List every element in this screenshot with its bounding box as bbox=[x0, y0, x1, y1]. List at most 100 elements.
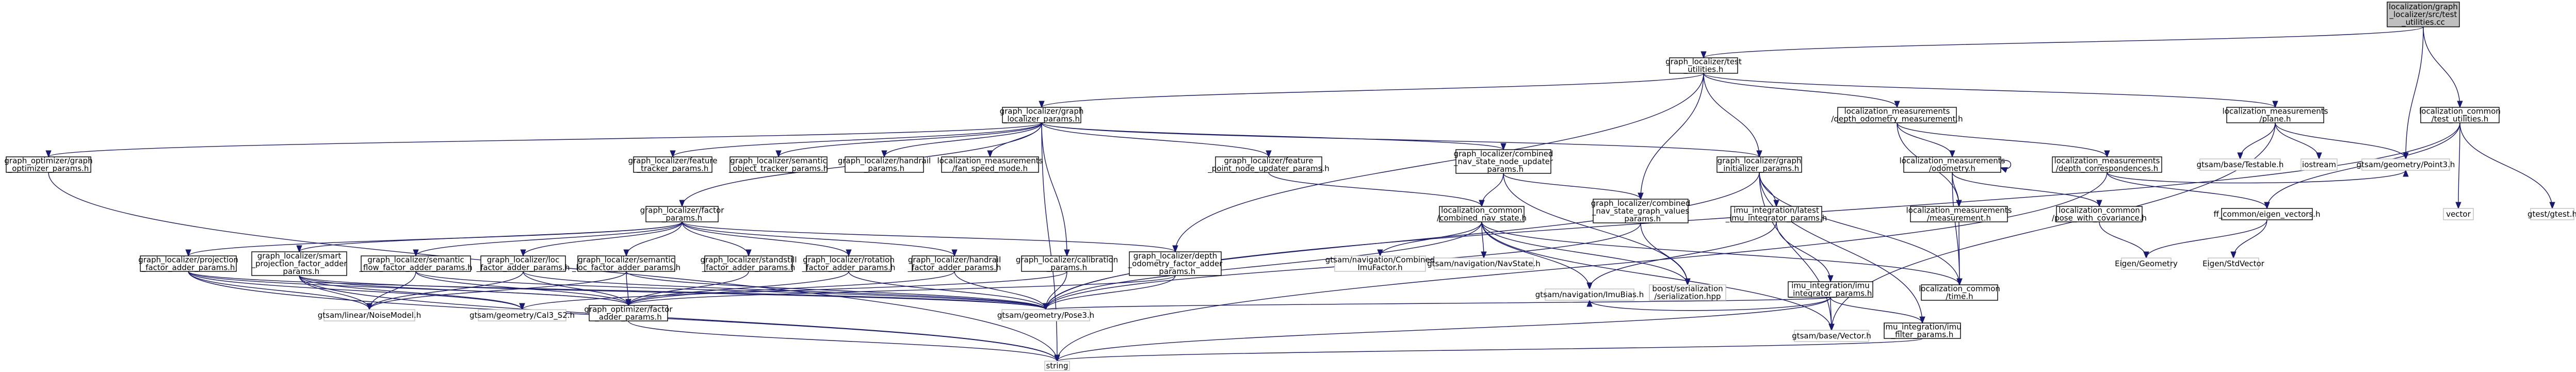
node-navstate[interactable]: gtsam/navigation/NavState.h bbox=[1427, 257, 1541, 270]
node-smart-proj[interactable]: graph_localizer/smart_projection_factor_… bbox=[251, 251, 348, 277]
node-go-factor[interactable]: graph_optimizer/factor_adder_params.h bbox=[584, 305, 673, 322]
node-label: graph_localizer/factor bbox=[640, 206, 725, 216]
edge-proj-factor-to-cal3 bbox=[188, 271, 522, 310]
node-iostream[interactable]: iostream bbox=[2300, 158, 2338, 171]
node-eigen-vectors[interactable]: ff_common/eigen_vectors.h bbox=[2213, 208, 2321, 220]
edge-gi-params-to-imu-filter bbox=[1759, 172, 1922, 323]
edge-gi-params-to-lc-time bbox=[1759, 172, 1959, 285]
node-rotation[interactable]: graph_localizer/rotation_factor_adder_pa… bbox=[802, 255, 896, 273]
node-label: graph_localizer/semantic bbox=[367, 255, 464, 265]
node-lc-time[interactable]: localization_common/time.h bbox=[1919, 284, 2000, 301]
node-label: imu_integration/latest bbox=[1733, 206, 1819, 216]
node-label: gtsam/navigation/NavState.h bbox=[1427, 259, 1541, 268]
node-lm-plane[interactable]: localization_measurements/plane.h bbox=[2223, 107, 2328, 124]
edge-lm-depth-corr-to-point3 bbox=[2107, 170, 2406, 184]
edge-gl-params-to-fan-speed bbox=[990, 122, 1042, 157]
node-calibration[interactable]: graph_localizer/calibration_params.h bbox=[1016, 255, 1118, 273]
node-lm-depth-odom[interactable]: localization_measurements/depth_odometry… bbox=[1831, 107, 1963, 124]
node-box bbox=[6, 156, 91, 173]
node-imubias[interactable]: gtsam/navigation/ImuBias.h bbox=[1535, 288, 1644, 301]
node-lm-odometry[interactable]: localization_measurements/odometry.h bbox=[1900, 156, 2005, 173]
node-feat-point-node[interactable]: graph_localizer/feature_point_node_updat… bbox=[1207, 156, 1329, 174]
node-label: _initializer_params.h bbox=[1719, 164, 1799, 174]
node-comb-nav-state[interactable]: localization_common/combined_nav_state.h bbox=[1437, 206, 1527, 223]
node-eigen-geometry[interactable]: Eigen/Geometry bbox=[2115, 257, 2178, 270]
node-factor-params[interactable]: graph_localizer/factor_params.h bbox=[640, 206, 725, 223]
node-imu-filter[interactable]: imu_integration/imu_filter_params.h bbox=[1883, 322, 1962, 340]
edge-root-to-lc-test-util bbox=[2423, 26, 2460, 107]
node-lc-test-util[interactable]: localization_common/test_utilities.h bbox=[2419, 107, 2501, 124]
edge-factor-params-to-depth-odom-factor bbox=[682, 221, 1175, 252]
node-label: _factor_adder_params.h bbox=[802, 263, 896, 273]
node-label: graph_localizer/combined bbox=[1591, 199, 1691, 208]
node-proj-factor[interactable]: graph_localizer/projection_factor_adder_… bbox=[138, 255, 238, 273]
node-point3[interactable]: gtsam/geometry/Point3.h bbox=[2357, 158, 2455, 171]
node-cal3[interactable]: gtsam/geometry/Cal3_S2.h bbox=[469, 309, 575, 321]
node-gl-params[interactable]: graph_localizer/graph_localizer_params.h bbox=[1000, 107, 1084, 124]
node-imu-latest[interactable]: imu_integration/latest_imu_integrator_pa… bbox=[1725, 206, 1827, 223]
node-base-vector[interactable]: gtsam/base/Vector.h bbox=[1792, 330, 1871, 342]
node-label: gtsam/linear/NoiseModel.h bbox=[318, 311, 421, 320]
node-comb-nav-updater[interactable]: graph_localizer/combined_nav_state_node_… bbox=[1453, 149, 1553, 174]
node-testable[interactable]: gtsam/base/Testable.h bbox=[2197, 158, 2284, 171]
node-pose-cov[interactable]: localization_common/pose_with_covariance… bbox=[2052, 206, 2147, 223]
node-label: localization_measurements bbox=[1900, 156, 2005, 166]
node-box bbox=[633, 156, 712, 173]
edge-comb-nav-state-to-comb-imu-factor bbox=[1380, 221, 1482, 256]
edge-comb-nav-state-to-base-vector bbox=[1481, 221, 1832, 330]
node-gtest[interactable]: gtest/gtest.h bbox=[2528, 208, 2576, 220]
node-label: graph_localizer/rotation bbox=[803, 255, 895, 265]
node-boost-ser[interactable]: boost/serialization/serialization.hpp bbox=[1649, 284, 1726, 301]
node-label: graph_localizer/depth bbox=[1133, 251, 1218, 261]
node-gi-params[interactable]: graph_localizer/graph_initializer_params… bbox=[1716, 156, 1802, 174]
node-handrail-factor[interactable]: graph_localizer/handrail_factor_adder_pa… bbox=[908, 255, 1001, 273]
edge-gl-params-to-sem-obj-tracker bbox=[779, 122, 1042, 157]
node-label: gtest/gtest.h bbox=[2528, 209, 2576, 219]
edge-imu-integrator-to-pose3 bbox=[1046, 297, 1831, 310]
edge-root-to-point3 bbox=[2406, 26, 2424, 159]
node-root[interactable]: localization/graph_localizer/src/test_ut… bbox=[2387, 2, 2460, 27]
node-loc-factor[interactable]: graph_localizer/loc_factor_adder_params.… bbox=[476, 255, 570, 273]
edge-standstill-to-go-factor bbox=[628, 271, 749, 306]
node-box bbox=[1649, 284, 1726, 301]
node-box bbox=[1593, 199, 1689, 223]
node-go-params[interactable]: graph_optimizer/graph_optimizer_params.h bbox=[4, 156, 92, 174]
node-handrail-params[interactable]: graph_localizer/handrail_params.h bbox=[838, 156, 931, 174]
node-box bbox=[1129, 251, 1222, 276]
node-box bbox=[1044, 361, 1070, 371]
node-box bbox=[730, 156, 828, 173]
node-fan-speed[interactable]: localization_measurements/fan_speed_mode… bbox=[937, 156, 1043, 174]
node-label: _utilities.h bbox=[1683, 65, 1724, 75]
edge-eigen-vectors-to-eigen-stdvector bbox=[2233, 219, 2267, 258]
node-vector[interactable]: vector bbox=[2443, 208, 2474, 220]
node-comb-nav-values[interactable]: graph_localizer/combined_nav_state_graph… bbox=[1591, 199, 1691, 224]
node-feat-tracker[interactable]: graph_localizer/feature_tracker_params.h bbox=[628, 156, 717, 174]
node-noise-model[interactable]: gtsam/linear/NoiseModel.h bbox=[318, 309, 421, 321]
node-label: _params.h bbox=[1620, 214, 1661, 224]
node-test-utilities[interactable]: graph_localizer/test_utilities.h bbox=[1665, 57, 1742, 75]
node-pose3[interactable]: gtsam/geometry/Pose3.h bbox=[997, 309, 1094, 321]
edge-factor-params-to-loc-factor bbox=[523, 221, 683, 256]
edge-comb-nav-state-to-lc-time bbox=[1481, 221, 1959, 285]
node-label: _tracker_params.h bbox=[637, 164, 709, 174]
node-label: localization_measurements bbox=[937, 156, 1043, 166]
node-sem-loc[interactable]: graph_localizer/semantic_loc_factor_adde… bbox=[572, 255, 681, 273]
node-eigen-stdvector[interactable]: Eigen/StdVector bbox=[2202, 257, 2265, 270]
node-lm-measurement[interactable]: localization_measurements/measurement.h bbox=[1906, 206, 2012, 223]
node-depth-odom-factor[interactable]: graph_localizer/depth_odometry_factor_ad… bbox=[1128, 251, 1223, 277]
edge-gl-params-to-string bbox=[1041, 122, 1057, 361]
node-lm-depth-corr[interactable]: localization_measurements/depth_correspo… bbox=[2052, 156, 2162, 174]
node-sem-obj-tracker[interactable]: graph_localizer/semantic_object_tracker_… bbox=[728, 156, 829, 174]
node-label: _utilities.cc bbox=[2401, 18, 2445, 27]
node-label: imu_integration/imu bbox=[1883, 322, 1962, 332]
node-imu-integrator[interactable]: imu_integration/imu_integrator_params.h bbox=[1788, 281, 1873, 299]
edge-sem-flow-to-pose3 bbox=[415, 271, 1046, 310]
node-label: gtsam/base/Testable.h bbox=[2197, 160, 2284, 169]
node-string[interactable]: string bbox=[1044, 361, 1070, 371]
node-box bbox=[1334, 255, 1426, 272]
node-standstill[interactable]: graph_localizer/standstill_factor_adder_… bbox=[701, 255, 797, 273]
edge-imu-integrator-to-imu-filter bbox=[1830, 297, 1922, 324]
node-sem-flow[interactable]: graph_localizer/semantic_flow_factor_add… bbox=[359, 255, 472, 273]
node-label: /depth_odometry_measurement.h bbox=[1831, 115, 1963, 124]
